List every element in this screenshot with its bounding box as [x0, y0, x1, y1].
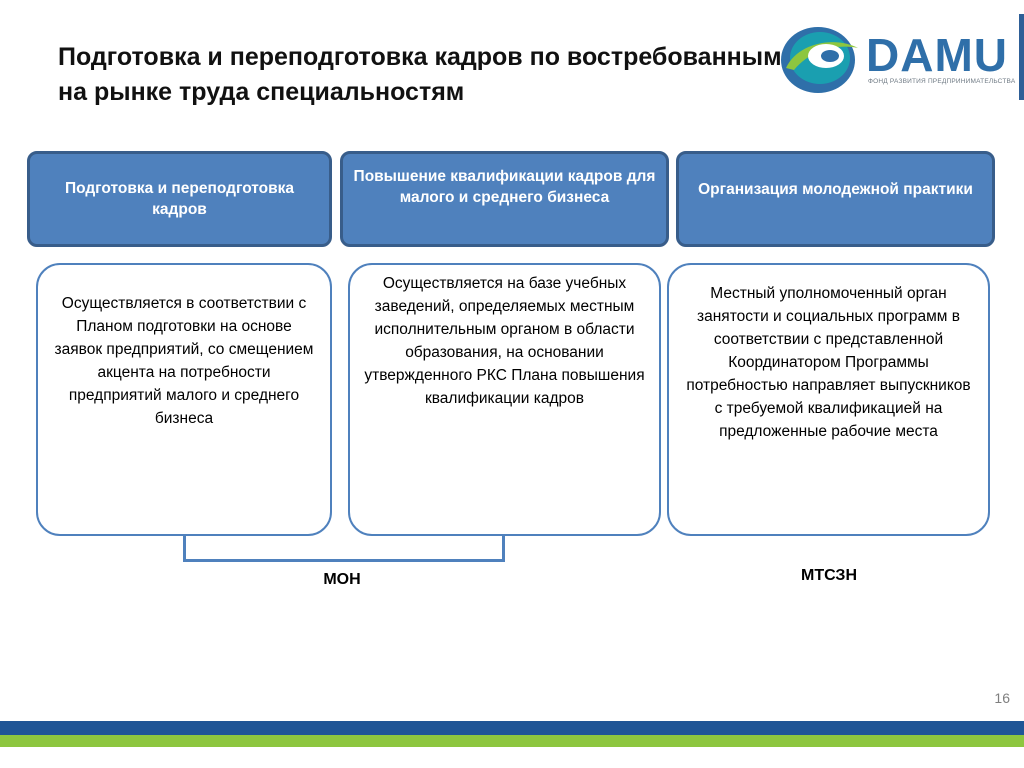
damu-emblem-icon	[781, 27, 858, 93]
slide-title: Подготовка и переподготовка кадров по во…	[58, 43, 782, 106]
ministry-label-mtszn: МТСЗН	[800, 567, 858, 584]
column-body-youth-practice: Местный уполномоченный орган занятости и…	[667, 263, 990, 536]
column-header-youth-practice: Организация молодежной практики	[676, 151, 995, 247]
damu-logo: DAMU ФОНД РАЗВИТИЯ ПРЕДПРИНИМАТЕЛЬСТВА	[778, 18, 1016, 98]
logo-tagline: ФОНД РАЗВИТИЯ ПРЕДПРИНИМАТЕЛЬСТВА	[868, 78, 1016, 85]
grouping-bracket	[183, 536, 505, 562]
column-header-training: Подготовка и переподготовка кадров	[27, 151, 332, 247]
column-body-training: Осуществляется в соответствии с Планом п…	[36, 263, 332, 536]
footer-stripe-green	[0, 735, 1024, 747]
page-number: 16	[994, 690, 1010, 706]
ministry-label-mon: МОН	[323, 571, 361, 588]
column-header-qualification: Повышение квалификации кадров для малого…	[340, 151, 669, 247]
logo-wordmark: DAMU	[866, 29, 1008, 81]
footer-stripe-blue	[0, 721, 1024, 735]
corner-stripe	[1019, 14, 1024, 100]
column-body-qualification: Осуществляется на базе учебных заведений…	[348, 263, 661, 536]
